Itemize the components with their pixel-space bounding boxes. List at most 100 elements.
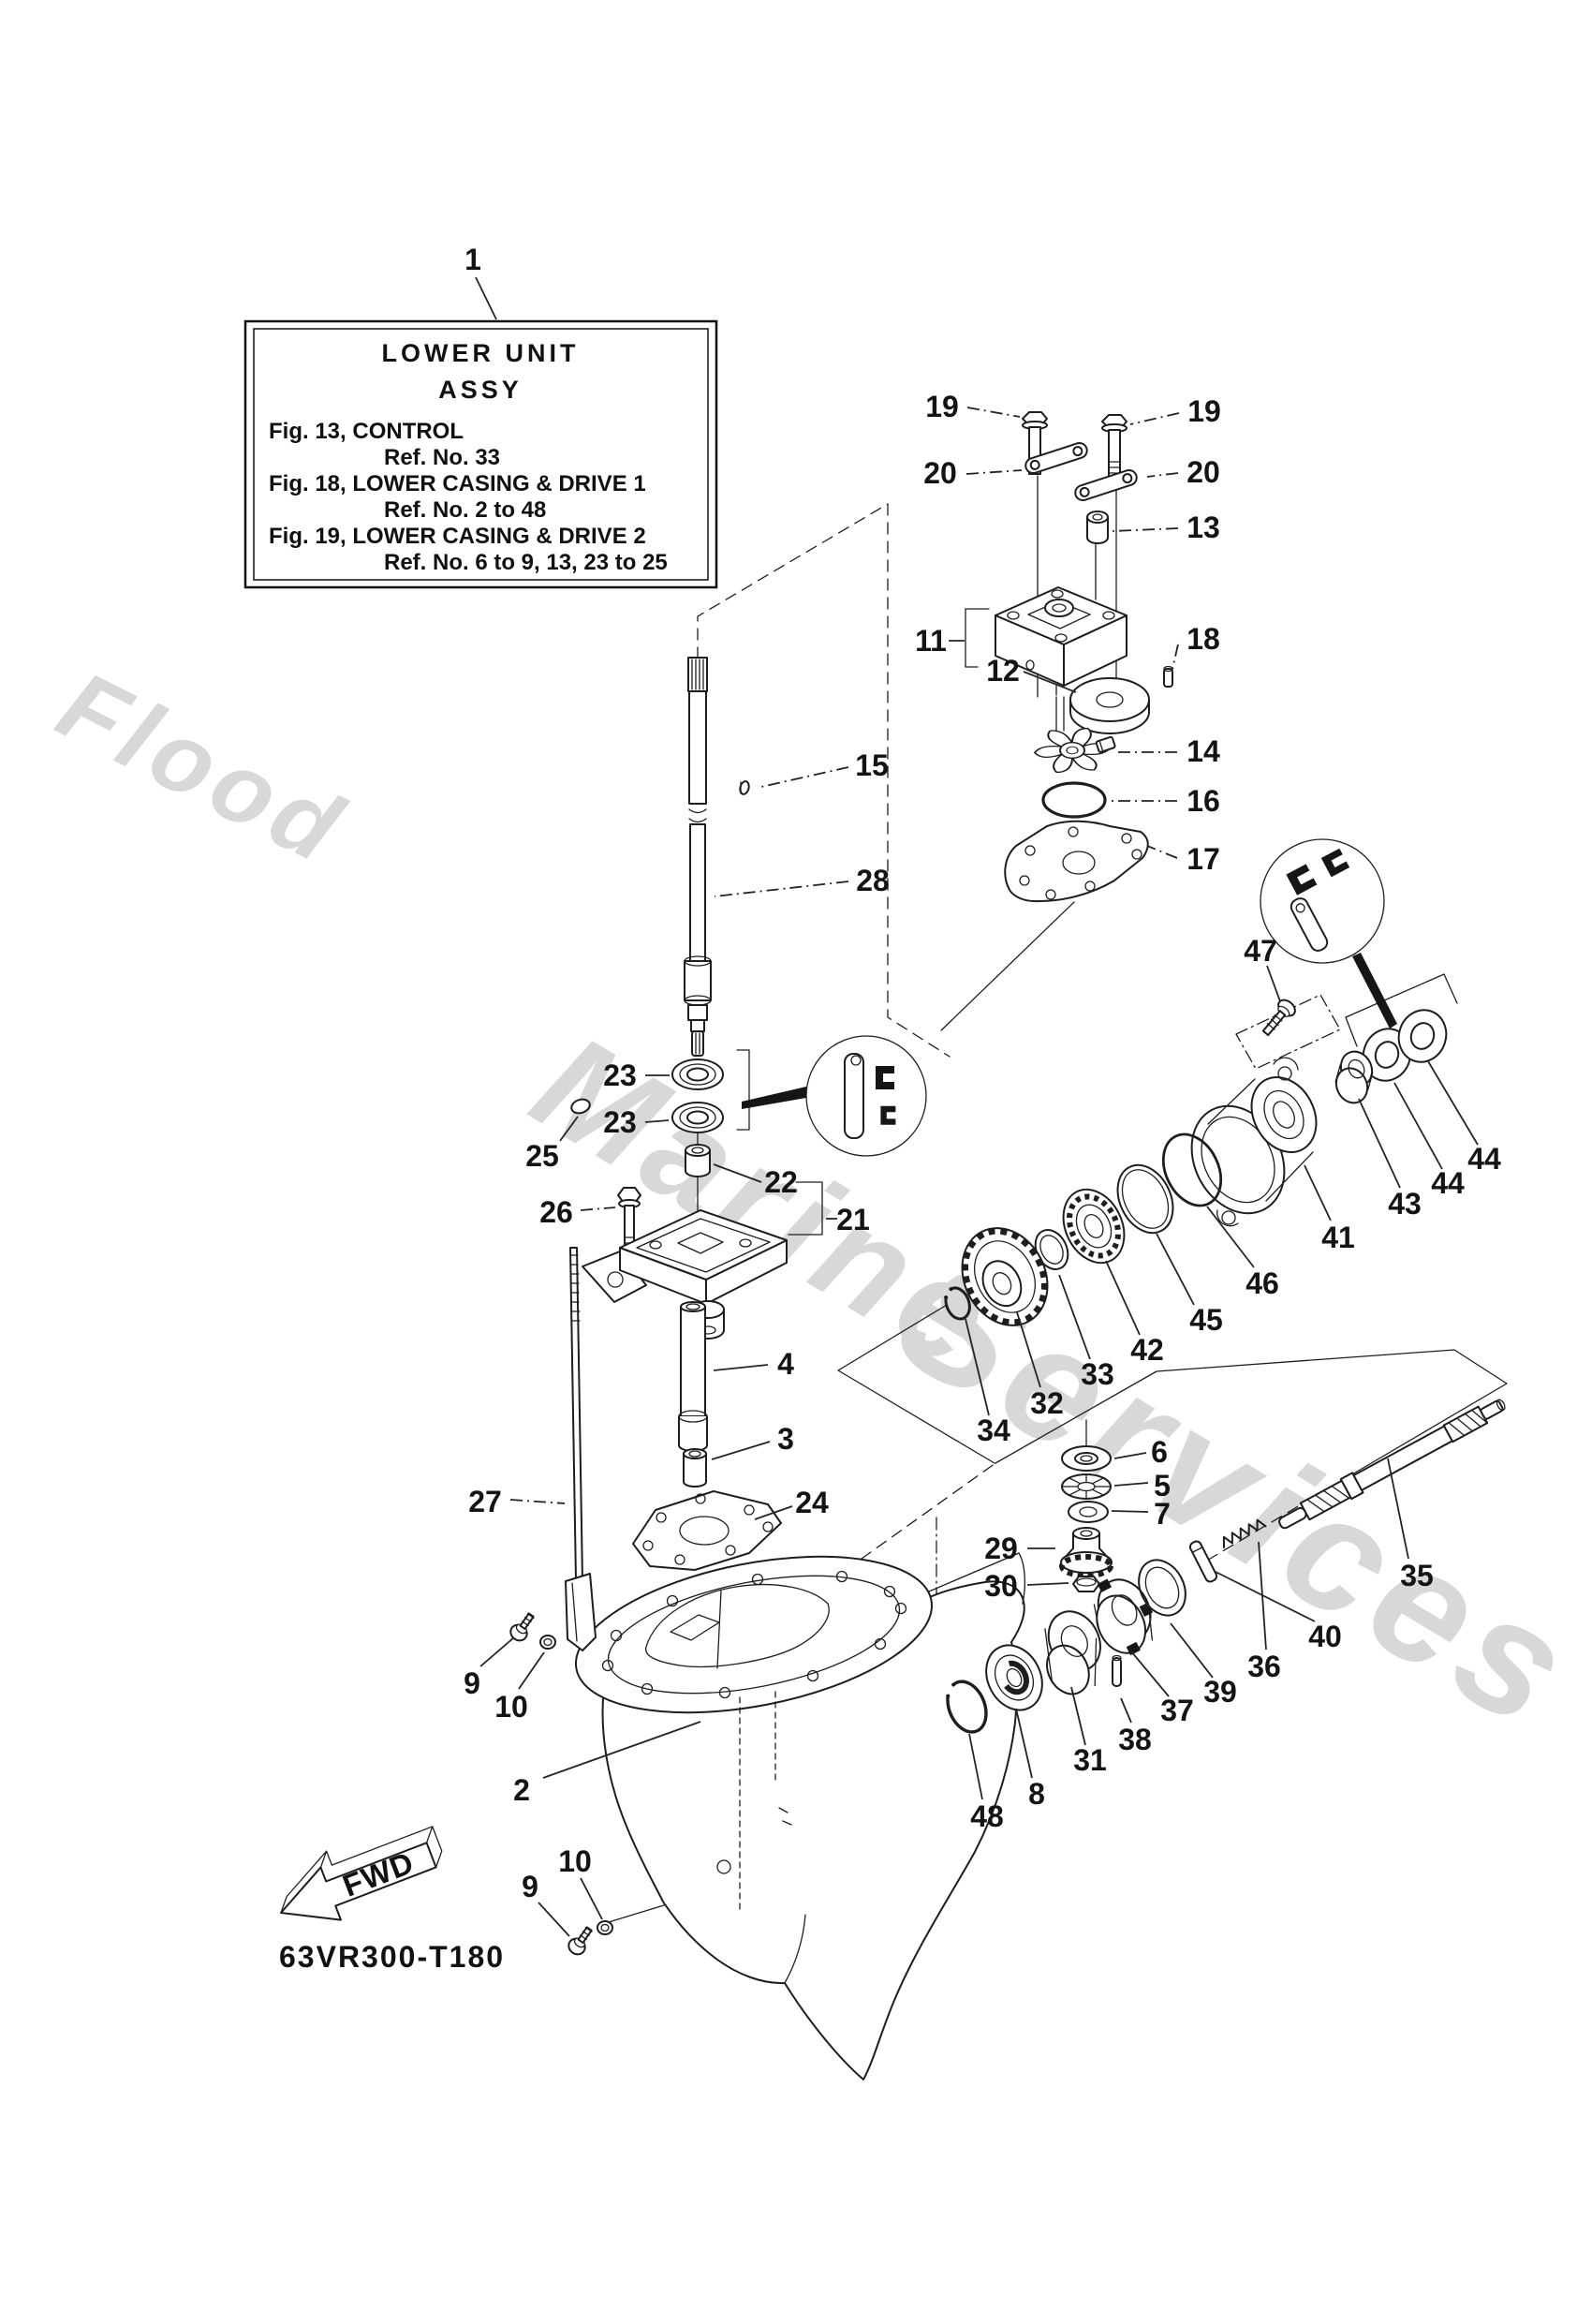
part-plate-20a xyxy=(1024,441,1088,475)
part-bearing-23b xyxy=(671,1102,724,1133)
part-number-44: 44 xyxy=(1467,1142,1501,1176)
leader-line-13 xyxy=(1112,527,1179,532)
leader-line-25 xyxy=(559,1116,579,1142)
part-pellet-25 xyxy=(570,1098,591,1115)
part-pin-38 xyxy=(1112,1654,1122,1687)
part-number-31: 31 xyxy=(1073,1743,1107,1777)
leader-line-20 xyxy=(965,469,1023,475)
leader-line-20 xyxy=(1146,472,1179,478)
part-circlip-34 xyxy=(944,1286,971,1321)
clip-icon xyxy=(876,1066,894,1089)
part-number-8: 8 xyxy=(1028,1777,1045,1811)
leader-line-22 xyxy=(713,1163,762,1183)
part-washer-6 xyxy=(1061,1419,1112,1472)
part-oring-16 xyxy=(1041,781,1107,819)
part-number-9: 9 xyxy=(464,1666,480,1700)
part-pin-18 xyxy=(1163,665,1173,688)
part-number-16: 16 xyxy=(1186,784,1220,818)
part-bushing-3 xyxy=(683,1448,707,1488)
leader-line-10 xyxy=(518,1651,545,1690)
clip-icon xyxy=(1286,864,1318,896)
part-number-6: 6 xyxy=(1151,1435,1168,1469)
part-number-30: 30 xyxy=(984,1569,1018,1603)
part-bearing-8 xyxy=(985,1644,1043,1711)
part-number-37: 37 xyxy=(1160,1694,1194,1727)
part-number-44: 44 xyxy=(1431,1166,1465,1200)
part-number-39: 39 xyxy=(1203,1675,1237,1709)
leader-line-5 xyxy=(1113,1482,1149,1487)
part-screw-9a xyxy=(509,1612,535,1642)
part-screw-47 xyxy=(1261,999,1296,1037)
part-bearing-carrier-41 xyxy=(1190,1057,1318,1227)
leader-line-37 xyxy=(1130,1650,1170,1697)
part-screw-9b xyxy=(567,1926,593,1956)
part-number-11: 11 xyxy=(915,624,947,658)
leader-line-8 xyxy=(1015,1708,1033,1779)
part-driveshaft xyxy=(684,657,712,1057)
part-ring-39 xyxy=(1138,1559,1186,1617)
part-washer-10a xyxy=(539,1635,556,1650)
info-box-line: Fig. 19, LOWER CASING & DRIVE 2 xyxy=(269,524,646,549)
leader-line-3 xyxy=(711,1441,771,1460)
part-number-17: 17 xyxy=(1186,842,1220,876)
part-bearing-23a xyxy=(671,1058,724,1090)
detail-balloon-mid xyxy=(805,1035,927,1157)
leader-line-34 xyxy=(965,1318,990,1416)
leader-line-44 xyxy=(1427,1060,1479,1146)
leader-line-18 xyxy=(1172,644,1179,670)
part-number-19: 19 xyxy=(925,390,959,423)
info-box-line: Fig. 13, CONTROL xyxy=(269,419,464,444)
leader-line-40 xyxy=(1215,1571,1316,1622)
part-number-35: 35 xyxy=(1400,1559,1434,1592)
part-number-24: 24 xyxy=(795,1486,829,1519)
part-number-27: 27 xyxy=(468,1485,502,1518)
leader-line-45 xyxy=(1156,1233,1195,1306)
part-number-10: 10 xyxy=(494,1690,528,1724)
clip-icon xyxy=(880,1105,896,1125)
leader-line-31 xyxy=(1070,1686,1086,1746)
leader-line-27 xyxy=(509,1499,566,1504)
drawing-code: 63VR300-T180 xyxy=(279,1940,505,1974)
part-pump-base-21 xyxy=(582,1209,788,1340)
part-number-33: 33 xyxy=(1081,1357,1114,1391)
part-number-1: 1 xyxy=(464,243,481,276)
leader-line-2 xyxy=(542,1721,701,1779)
part-number-45: 45 xyxy=(1189,1303,1223,1337)
part-number-12: 12 xyxy=(986,654,1020,688)
part-number-38: 38 xyxy=(1118,1723,1152,1756)
part-number-34: 34 xyxy=(977,1414,1010,1447)
leader-line-43 xyxy=(1358,1098,1401,1189)
info-box-line: Ref. No. 33 xyxy=(384,445,500,470)
leader-line-9 xyxy=(538,1902,570,1937)
part-number-2: 2 xyxy=(513,1773,530,1807)
part-number-43: 43 xyxy=(1388,1187,1422,1221)
leader-line-35 xyxy=(1387,1458,1409,1560)
part-number-48: 48 xyxy=(970,1799,1004,1833)
part-bolt-26 xyxy=(617,1187,641,1251)
leader-line-4 xyxy=(713,1364,769,1371)
leader-line-44 xyxy=(1393,1082,1443,1170)
info-box: LOWER UNIT ASSY Fig. 13, CONTROL Ref. No… xyxy=(243,319,718,589)
leader-line-48 xyxy=(968,1733,983,1800)
part-gasket-24 xyxy=(632,1490,782,1571)
part-pin-40 xyxy=(1188,1540,1218,1583)
part-plate-20b xyxy=(1074,468,1138,502)
part-number-5: 5 xyxy=(1154,1469,1171,1502)
part-washer-10b xyxy=(597,1920,613,1935)
part-nut-30 xyxy=(1072,1576,1100,1592)
fwd-arrow-icon: FWD xyxy=(280,1826,443,1921)
part-oring-45 xyxy=(1116,1163,1174,1235)
info-box-line: Fig. 18, LOWER CASING & DRIVE 1 xyxy=(269,471,646,496)
part-bevel-gear-32 xyxy=(961,1227,1049,1326)
part-number-36: 36 xyxy=(1247,1650,1281,1683)
detail-balloon-top xyxy=(1260,838,1385,964)
clip-icon xyxy=(1320,848,1350,878)
part-impeller-14 xyxy=(1034,727,1116,774)
part-number-47: 47 xyxy=(1244,934,1277,968)
part-number-46: 46 xyxy=(1245,1266,1279,1300)
part-circlip-48 xyxy=(946,1680,988,1734)
info-box-line: Ref. No. 2 to 48 xyxy=(384,497,546,523)
part-tube-4 xyxy=(678,1301,708,1452)
